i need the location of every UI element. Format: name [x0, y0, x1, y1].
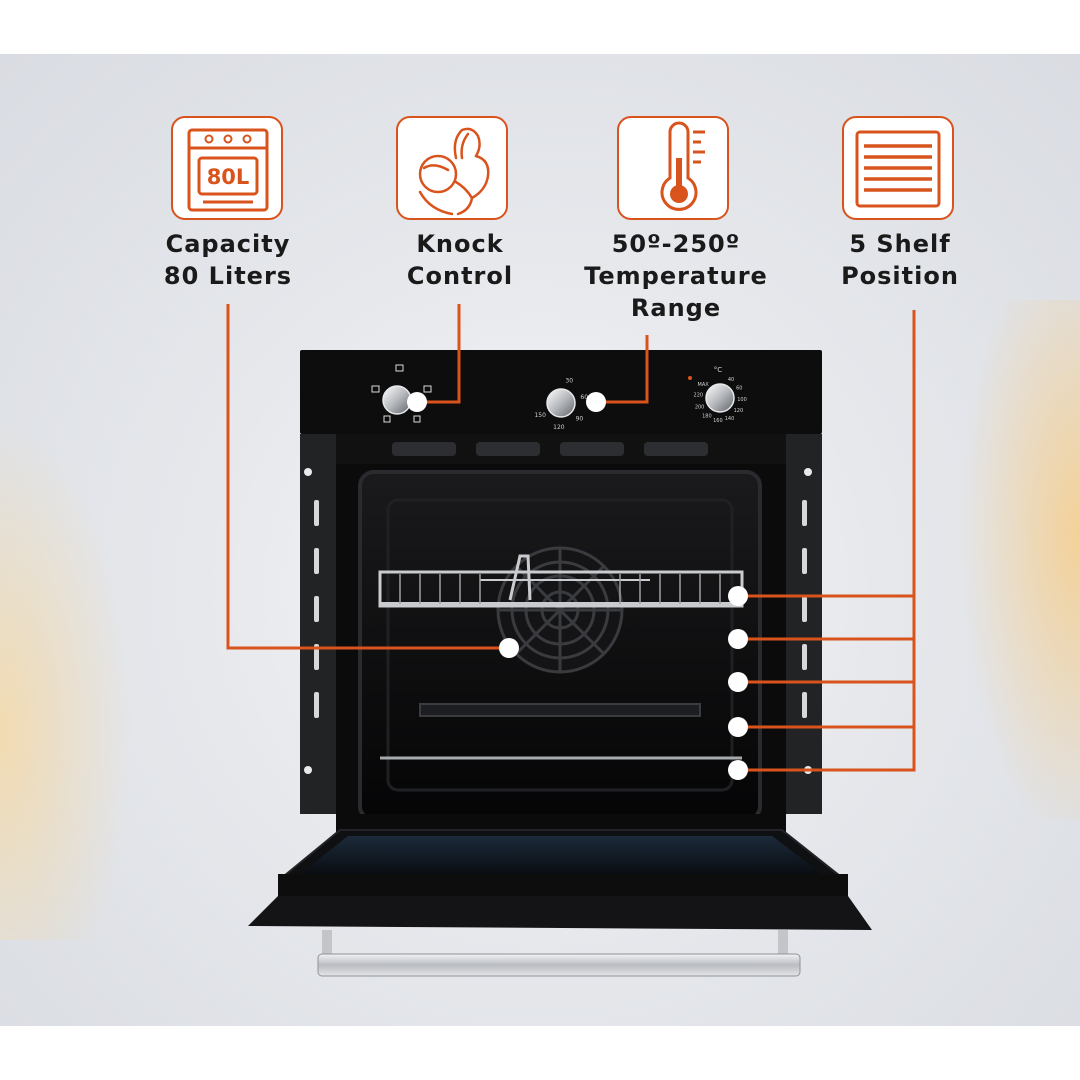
capacity-icon-text: 80L	[207, 165, 250, 189]
shelf-position-dot	[728, 760, 748, 780]
temp-unit-label: °C	[714, 366, 723, 374]
capacity-feature-box: 80L	[171, 116, 283, 220]
callout-lines	[226, 304, 916, 772]
timer-knob: 30 60 90 120 150	[534, 377, 588, 431]
temp-dial-label-9: MAX	[698, 382, 710, 388]
temp-dial-label-0: 40	[728, 377, 734, 383]
temperature-label-line-3: Range	[630, 294, 722, 322]
hand-knob-icon	[418, 127, 490, 216]
shelf-position-dot	[728, 629, 748, 649]
temp-dial-label-8: 220	[694, 393, 704, 399]
temperature-label-line-2: Temperature	[584, 262, 768, 290]
capacity-label: Capacity 80 Liters	[148, 228, 308, 292]
timer-dial-label-1: 60	[580, 394, 588, 401]
capacity-label-line-1: Capacity	[165, 230, 291, 258]
temp-dial-label-3: 120	[734, 408, 744, 414]
shelf-label: 5 Shelf Position	[820, 228, 980, 292]
knock-control-label: Knock Control	[380, 228, 540, 292]
shelf-feature-box	[842, 116, 954, 220]
temp-dial-label-5: 160	[713, 418, 723, 424]
timer-dial-label-0: 30	[565, 377, 573, 384]
knock-control-label-line-1: Knock	[416, 230, 504, 258]
knock-control-label-line-2: Control	[406, 262, 514, 290]
temperature-label-line-1: 50º-250º	[611, 230, 741, 258]
door-handle	[317, 930, 801, 977]
thermometer-icon	[660, 121, 705, 211]
shelf-position-dot	[728, 717, 748, 737]
knock-control-feature-box	[396, 116, 508, 220]
oven-body	[248, 350, 872, 977]
shelf-position-dot	[728, 586, 748, 606]
shelf-label-line-2: Position	[841, 262, 959, 290]
mode-selector-knob	[371, 364, 432, 423]
timer-dial-label-4: 150	[534, 412, 546, 419]
temperature-label: 50º-250º Temperature Range	[566, 228, 786, 324]
shelf-label-line-1: 5 Shelf	[849, 230, 951, 258]
timer-dial-label-3: 120	[553, 424, 565, 431]
timer-dial-label-2: 90	[576, 415, 584, 422]
temp-dial-label-7: 200	[695, 404, 705, 410]
temp-dial-label-2: 100	[737, 397, 747, 403]
temp-dial-label-4: 140	[725, 416, 735, 422]
shelf-position-dot	[728, 672, 748, 692]
temp-dial-label-1: 60	[736, 385, 742, 391]
shelf-position-markers	[728, 586, 748, 780]
temperature-feature-box	[617, 116, 729, 220]
oven-capacity-icon: 80L	[187, 128, 269, 212]
callout-dots	[407, 392, 606, 658]
temp-dial-label-6: 180	[702, 414, 712, 420]
capacity-label-line-2: 80 Liters	[163, 262, 293, 290]
shelf-lines-icon	[855, 130, 941, 208]
